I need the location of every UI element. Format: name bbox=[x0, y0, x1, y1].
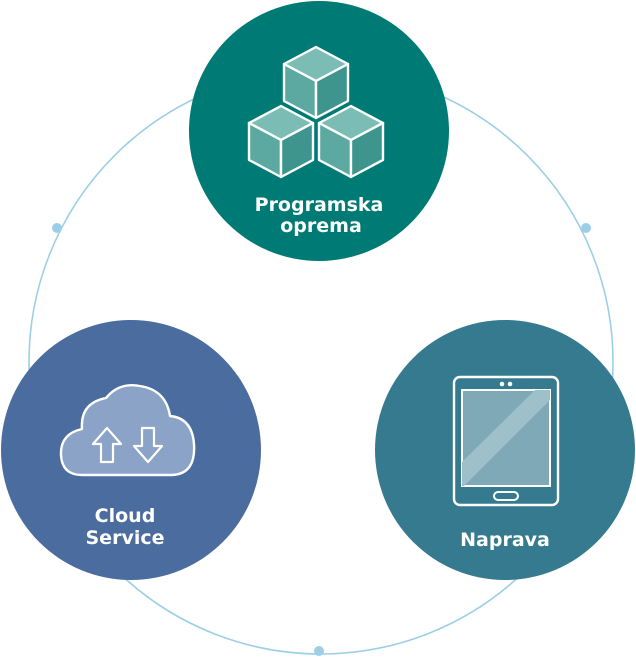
tablet-camera-dot-left bbox=[499, 381, 505, 387]
node-software-label-line1: Programska bbox=[255, 194, 384, 216]
node-cloud-label-line1: Cloud bbox=[95, 505, 156, 527]
cloud-upload-download-icon bbox=[59, 384, 196, 477]
tablet-screen-glare bbox=[462, 390, 550, 486]
tablet-camera-dot-right bbox=[507, 381, 513, 387]
cubes-icon bbox=[247, 45, 385, 179]
upload-arrow-icon bbox=[91, 426, 123, 464]
tablet-home-button bbox=[493, 491, 519, 501]
tablet-icon bbox=[452, 375, 560, 507]
node-cloud-label-line2: Service bbox=[86, 527, 165, 549]
connector-dot-right bbox=[581, 223, 591, 233]
node-cloud: Cloud Service bbox=[1, 320, 261, 580]
connector-dot-bottom bbox=[314, 646, 324, 656]
download-arrow-icon bbox=[132, 426, 164, 464]
node-device-label: Naprava bbox=[460, 529, 550, 551]
node-device: Naprava bbox=[375, 320, 635, 580]
node-software-label-line2: oprema bbox=[280, 215, 362, 237]
connector-dot-left bbox=[52, 223, 62, 233]
cloud-shape bbox=[59, 384, 196, 477]
node-software: Programska oprema bbox=[189, 1, 449, 261]
